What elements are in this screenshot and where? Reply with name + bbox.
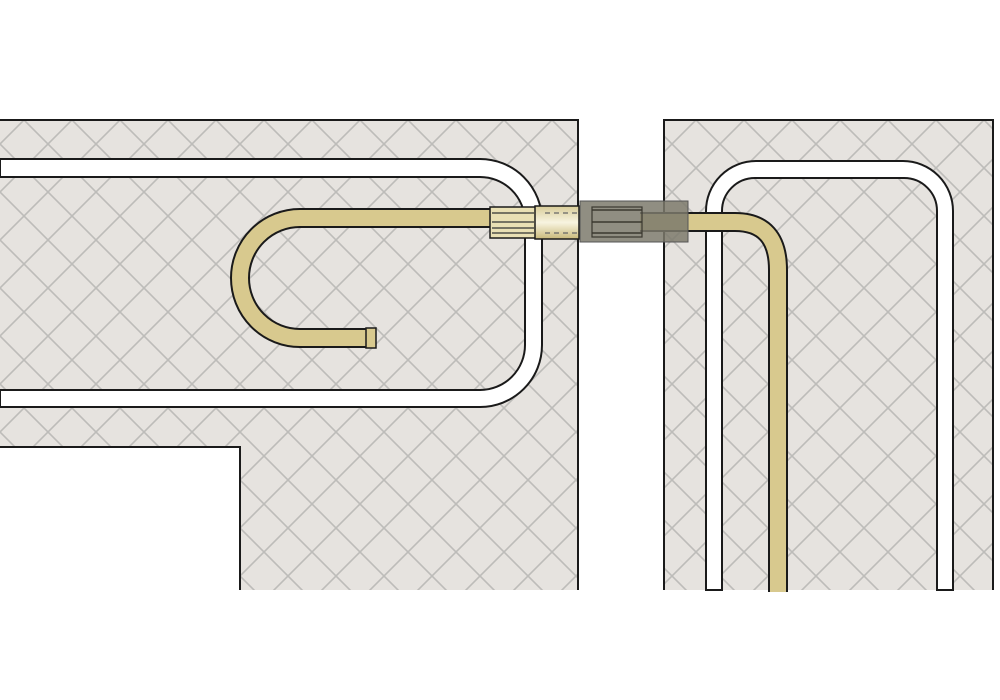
coupler-cylinder xyxy=(534,205,580,240)
left-stirrup xyxy=(0,158,543,408)
coupler xyxy=(489,200,689,243)
right-concrete-wall xyxy=(663,119,994,590)
hooked-rebar xyxy=(230,208,788,592)
right-stirrup xyxy=(705,160,954,591)
left-concrete-slab xyxy=(0,119,579,590)
